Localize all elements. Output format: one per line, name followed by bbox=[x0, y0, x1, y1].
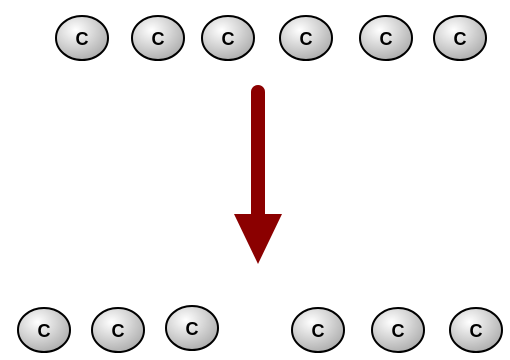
bottom-right-group: C C C bbox=[291, 307, 503, 353]
atom-bottom-right-3: C bbox=[449, 307, 503, 353]
atom-label: C bbox=[112, 321, 125, 341]
atom-label: C bbox=[152, 29, 165, 49]
bottom-left-group: C C C bbox=[17, 305, 219, 353]
atom-top-1: C bbox=[55, 15, 109, 61]
atom-top-4: C bbox=[279, 15, 333, 61]
atom-bottom-right-1: C bbox=[291, 307, 345, 353]
atom-label: C bbox=[312, 321, 325, 341]
atom-label: C bbox=[380, 29, 393, 49]
atom-top-3: C bbox=[201, 15, 255, 61]
atom-label: C bbox=[300, 29, 313, 49]
atom-label: C bbox=[392, 321, 405, 341]
atom-top-2: C bbox=[131, 15, 185, 61]
atom-bottom-right-2: C bbox=[371, 307, 425, 353]
atom-label: C bbox=[186, 319, 199, 339]
atom-bottom-left-1: C bbox=[17, 307, 71, 353]
atom-label: C bbox=[38, 321, 51, 341]
atom-label: C bbox=[222, 29, 235, 49]
atom-bottom-left-2: C bbox=[91, 307, 145, 353]
atom-label: C bbox=[454, 29, 467, 49]
atom-top-5: C bbox=[359, 15, 413, 61]
atom-label: C bbox=[470, 321, 483, 341]
atom-top-6: C bbox=[433, 15, 487, 61]
top-row-atoms: C C C C C C bbox=[55, 15, 487, 61]
down-arrow-icon bbox=[234, 85, 282, 264]
atom-label: C bbox=[76, 29, 89, 49]
atom-bottom-left-3: C bbox=[165, 305, 219, 351]
